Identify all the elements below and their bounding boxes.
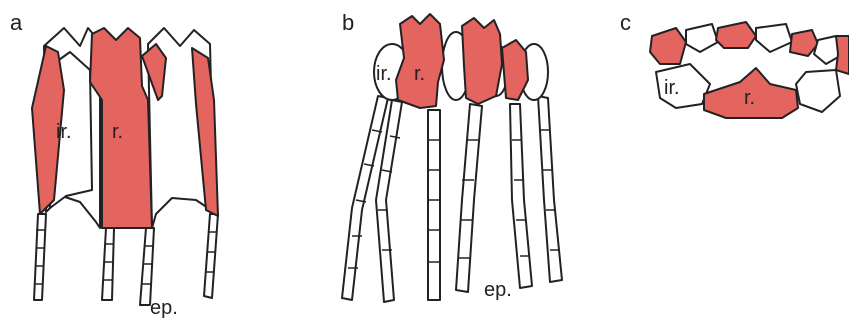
panel-b-ep-label: ep. [484, 279, 512, 301]
epithelial-stalk [538, 96, 562, 282]
panel-a: a ir. r. e [10, 10, 218, 319]
panel-c-r-label: r. [744, 87, 755, 109]
panel-a-ir-label: ir. [56, 121, 72, 143]
panel-b: b [342, 10, 562, 302]
epithelial-stalk [428, 110, 440, 300]
panel-c-radial-cell [836, 36, 849, 74]
panel-a-radial-cell [142, 44, 166, 100]
epithelial-stalk [140, 228, 154, 305]
epithelial-stalk [34, 214, 46, 300]
panel-b-label: b [342, 10, 354, 35]
panel-c-interradial-cell [756, 24, 792, 52]
panel-c-interradial-cell [686, 24, 718, 52]
panel-a-r-label: r. [112, 121, 123, 143]
panel-c-radial-cell [650, 28, 686, 64]
epithelial-stalk [102, 228, 114, 300]
panel-c-radial-cell [716, 22, 756, 48]
panel-b-ir-label: ir. [376, 63, 392, 85]
epithelial-stalk [456, 104, 482, 292]
panel-c-label: c [620, 10, 631, 35]
panel-b-epithelial-stalks [342, 96, 562, 302]
panel-b-r-label: r. [414, 63, 425, 85]
epithelial-stalk [204, 214, 218, 298]
panel-a-label: a [10, 10, 23, 35]
panel-b-radial-cell [462, 18, 502, 104]
panel-c-ir-label: ir. [664, 77, 680, 99]
epithelial-stalk [510, 104, 532, 288]
stalk-segments [34, 230, 217, 284]
panel-a-ep-label: ep. [150, 297, 178, 319]
panel-c: c ir. r. [620, 10, 849, 118]
panel-b-radial-cell [396, 14, 444, 108]
panel-c-interradial-cell [796, 70, 840, 112]
